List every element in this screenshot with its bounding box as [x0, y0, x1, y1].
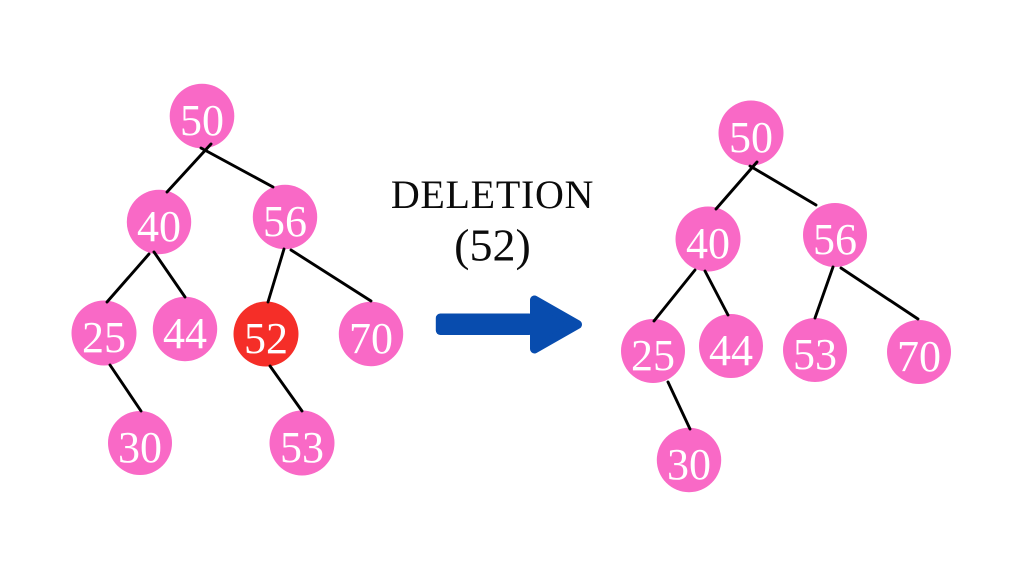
svg-text:30: 30	[118, 423, 162, 472]
svg-text:70: 70	[897, 332, 941, 381]
svg-text:(52): (52)	[454, 220, 531, 271]
svg-text:50: 50	[180, 96, 224, 145]
svg-text:53: 53	[280, 423, 324, 472]
svg-text:50: 50	[729, 113, 773, 162]
svg-text:30: 30	[667, 440, 711, 489]
svg-text:40: 40	[137, 202, 181, 251]
svg-text:25: 25	[82, 313, 126, 362]
svg-text:44: 44	[709, 326, 753, 375]
svg-text:56: 56	[813, 215, 857, 264]
svg-text:DELETION: DELETION	[391, 172, 594, 217]
svg-text:40: 40	[686, 219, 730, 268]
svg-text:56: 56	[263, 197, 307, 246]
svg-text:53: 53	[793, 330, 837, 379]
svg-text:25: 25	[631, 331, 675, 380]
svg-text:44: 44	[163, 309, 207, 358]
svg-text:52: 52	[244, 314, 288, 363]
svg-text:70: 70	[349, 314, 393, 363]
